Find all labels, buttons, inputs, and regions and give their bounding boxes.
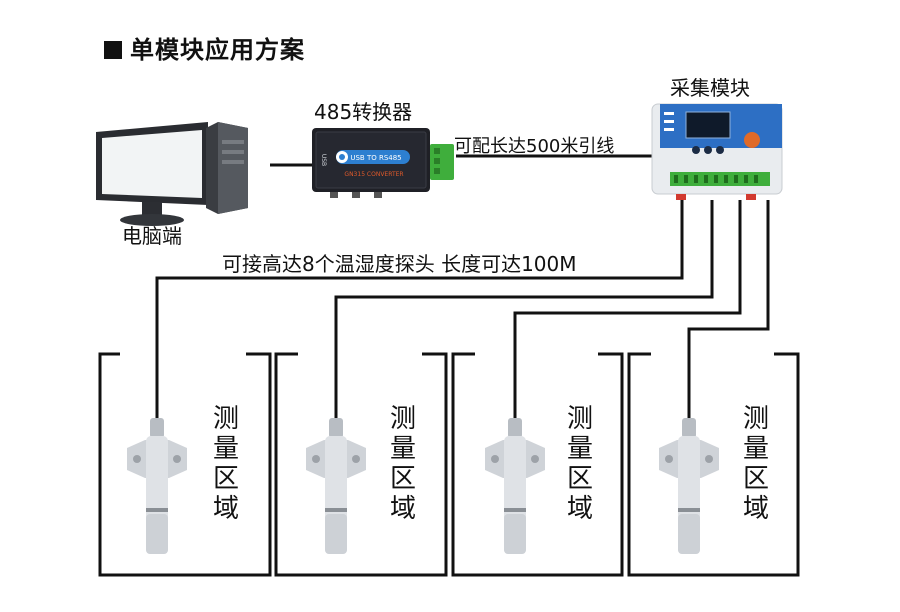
probe-cable-2	[334, 200, 714, 420]
probe-cable-3	[513, 200, 742, 420]
zone-label-char: 区	[212, 464, 239, 494]
module-label: 采集模块	[670, 76, 750, 100]
zone-label-char: 区	[742, 464, 769, 494]
probe-icon-3	[485, 418, 545, 554]
zone-bracket-3	[451, 352, 624, 577]
title-bullet-icon	[104, 41, 122, 59]
zone-bracket-2	[274, 352, 448, 577]
zone-label-char: 量	[212, 434, 239, 464]
probe-icon-4	[659, 418, 719, 554]
zone-bracket-1	[98, 352, 272, 577]
zone-label-char: 测	[389, 404, 416, 434]
zone-label-3: 测量区域	[564, 404, 596, 524]
pc-monitor-icon	[96, 122, 208, 226]
page-title-text: 单模块应用方案	[130, 36, 305, 64]
pc-tower-icon	[206, 122, 248, 214]
probe-capacity-label: 可接高达8个温湿度探头 长度可达100M	[222, 252, 577, 276]
converter-band-text: USB TO RS485	[350, 154, 401, 162]
converter-model-text: GN315 CONVERTER	[344, 171, 403, 178]
page-title: 单模块应用方案	[104, 30, 305, 65]
zone-label-char: 测	[742, 404, 769, 434]
converter-label: 485转换器	[314, 100, 413, 124]
zone-label-char: 量	[566, 434, 593, 464]
probe-cable-4	[687, 200, 770, 420]
zone-bracket-4	[627, 352, 800, 577]
converter-side-text: USB	[320, 154, 327, 166]
zone-label-char: 域	[566, 494, 593, 524]
zone-label-char: 量	[742, 434, 769, 464]
zone-label-char: 量	[389, 434, 416, 464]
probe-icon-2	[306, 418, 366, 554]
zone-label-char: 域	[212, 494, 239, 524]
pc-label: 电脑端	[122, 224, 182, 248]
zone-label-char: 测	[566, 404, 593, 434]
zone-label-char: 区	[389, 464, 416, 494]
probe-icon-1	[127, 418, 187, 554]
probe-cable-1	[155, 200, 684, 420]
zone-label-char: 域	[389, 494, 416, 524]
zone-label-char: 区	[566, 464, 593, 494]
zone-label-4: 测量区域	[740, 404, 772, 524]
zone-label-1: 测量区域	[210, 404, 242, 524]
acquisition-module-icon	[651, 103, 783, 200]
cable-length-label: 可配长达500米引线	[454, 136, 615, 157]
zone-label-2: 测量区域	[387, 404, 419, 524]
zone-label-char: 测	[212, 404, 239, 434]
rs485-converter-icon	[312, 128, 454, 198]
zone-label-char: 域	[742, 494, 769, 524]
